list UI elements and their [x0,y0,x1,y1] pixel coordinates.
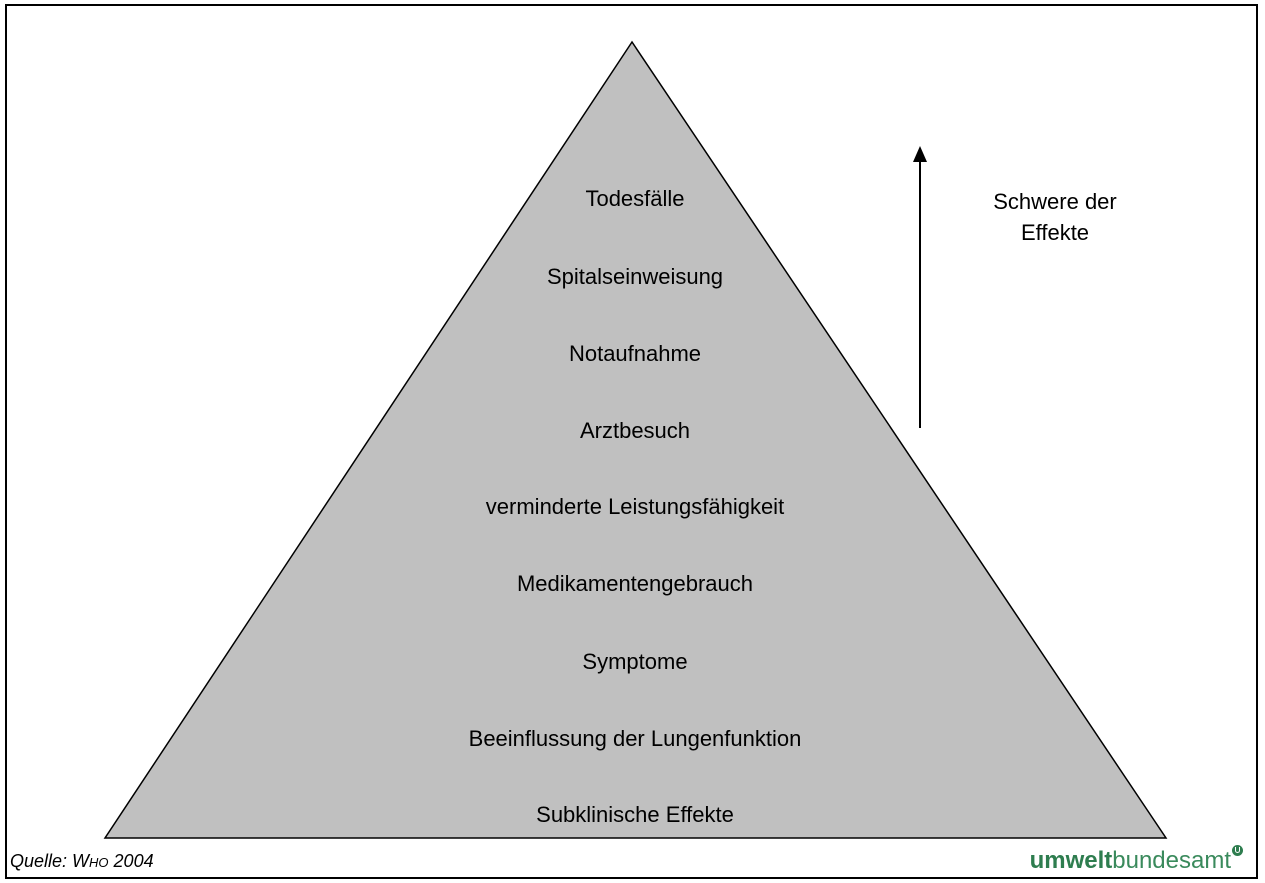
tier-label-arztbesuch: Arztbesuch [579,418,691,443]
source-citation: Quelle: Who 2004 [10,851,154,872]
tier-label-symptome: Symptome [582,649,688,674]
tier-label-notaufnahme: Notaufnahme [568,341,702,366]
severity-label: Schwere der Effekte [955,186,1155,248]
logo-mark-icon [1232,845,1243,856]
source-prefix: Quelle: [10,851,73,871]
source-org: Who [72,851,109,871]
umweltbundesamt-logo: umweltbundesamt [1029,845,1243,875]
pyramid-shape [103,40,1168,839]
severity-label-line1: Schwere der [993,189,1117,214]
source-year: 2004 [108,851,154,871]
logo-text-bold: umwelt [1029,847,1113,874]
tier-label-spitalseinweisung: Spitalseinweisung [546,264,724,289]
tier-label-lungenfunktion: Beeinflussung der Lungenfunktion [468,726,802,751]
tier-label-todesfaelle: Todesfälle [585,186,685,211]
tier-label-verminderte-leistungsfaehigkeit: verminderte Leistungsfähigkeit [485,494,785,519]
severity-label-line2: Effekte [1020,220,1090,245]
severity-arrow-head [913,146,927,162]
tier-label-medikamentengebrauch: Medikamentengebrauch [516,571,754,596]
logo-text-light: bundesamt [1112,847,1231,874]
tier-label-subklinische-effekte: Subklinische Effekte [536,802,734,827]
